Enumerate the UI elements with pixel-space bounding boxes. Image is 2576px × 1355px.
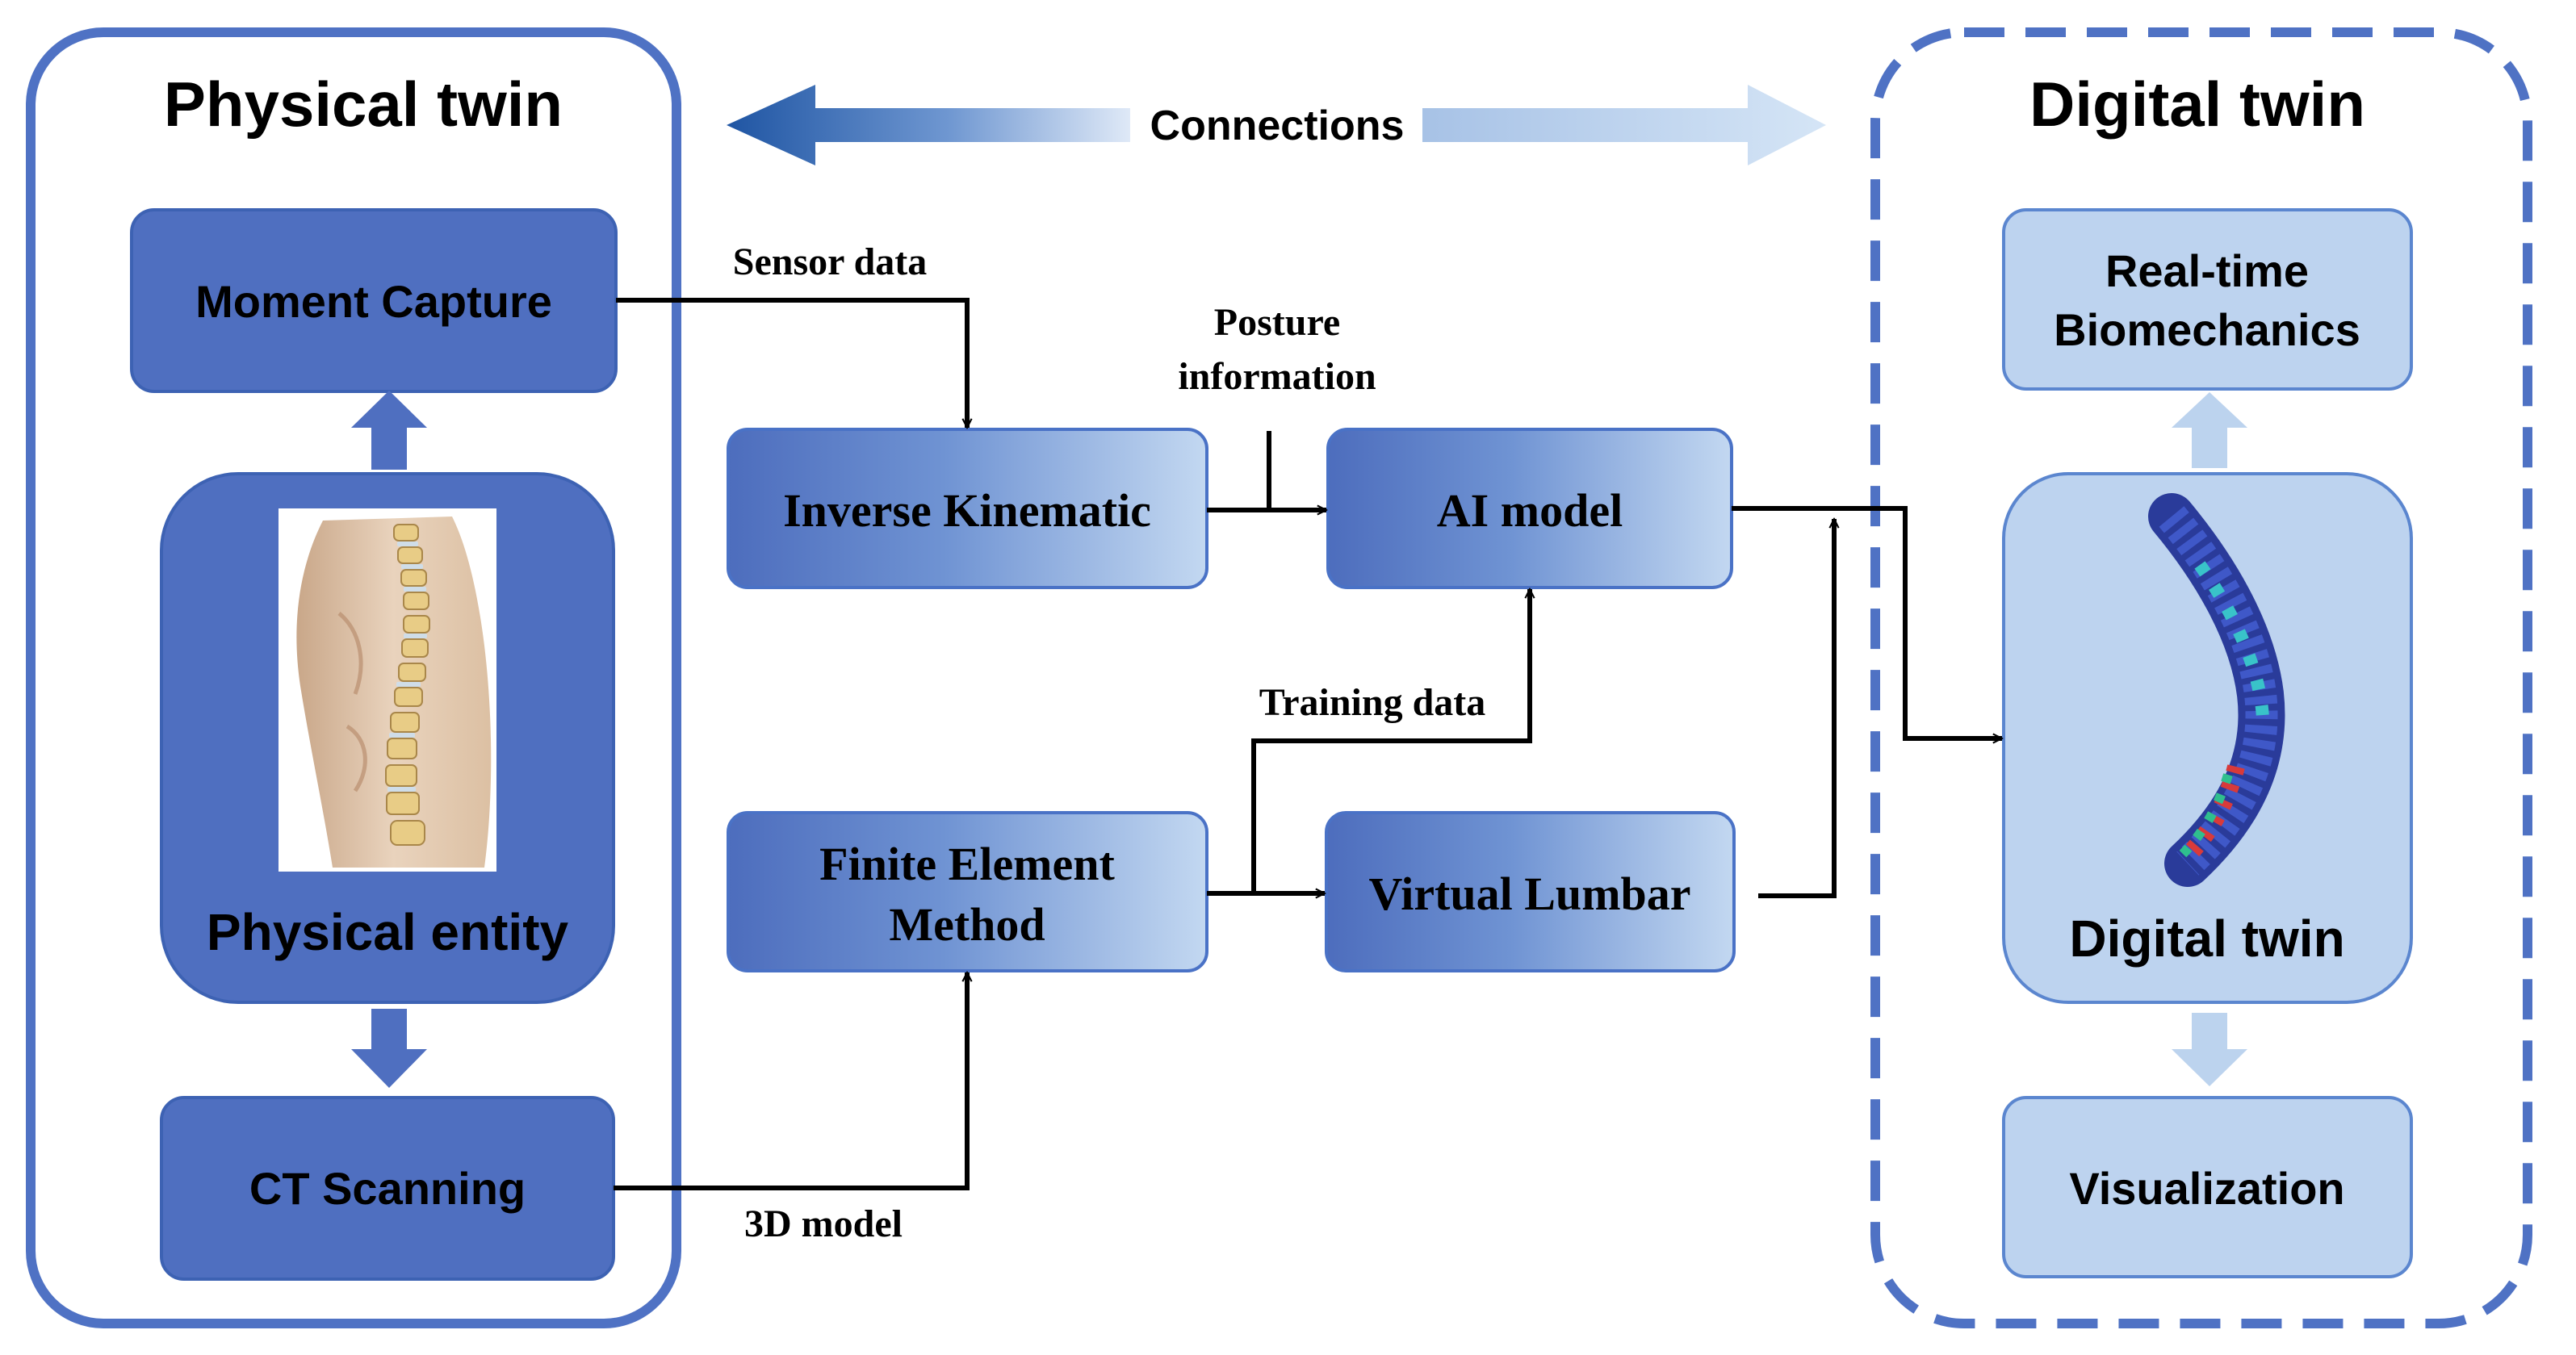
light-down-block-arrow-icon	[2172, 1013, 2247, 1086]
physical-twin-title: Physical twin	[164, 69, 563, 140]
light-up-block-arrow-icon	[2172, 392, 2247, 468]
ai-model-label: AI model	[1437, 484, 1623, 537]
spine-finite-element-model-icon	[2148, 493, 2285, 887]
model-3d-connector	[614, 972, 967, 1190]
realtime-biomechanics-box	[2002, 208, 2413, 391]
connections-double-arrow	[727, 85, 1826, 165]
ct-scanning-label: CT Scanning	[249, 1163, 526, 1214]
human-spine-anatomy-icon	[279, 508, 496, 872]
sensor-data-label: Sensor data	[733, 240, 928, 283]
visualization-box	[2002, 1096, 2413, 1278]
posture-label-line1: Posture	[1214, 301, 1340, 344]
training-data-connector	[1251, 589, 1530, 893]
down-block-arrow-icon	[351, 1009, 427, 1088]
physical-entity-label: Physical entity	[207, 903, 569, 961]
up-block-arrow-icon	[351, 391, 427, 470]
visualization-label: Visualization	[2069, 1163, 2344, 1214]
realtime-label-line1: Real-time	[2105, 245, 2309, 296]
realtime-label-line2: Biomechanics	[2054, 304, 2360, 355]
virtual-lumbar-label: Virtual Lumbar	[1368, 868, 1690, 920]
digital-twin-panel	[1870, 27, 2532, 1328]
training-data-label: Training data	[1259, 681, 1486, 724]
digital-twin-title: Digital twin	[2029, 69, 2365, 140]
connections-label: Connections	[1150, 102, 1405, 149]
ai-to-digital-twin-connector	[1732, 506, 2002, 738]
moment-capture-label: Moment Capture	[195, 276, 552, 327]
digital-twin-model-label: Digital twin	[2069, 910, 2344, 968]
fem-label-line1: Finite Element	[819, 838, 1115, 890]
sensor-data-connector	[616, 298, 967, 428]
model-3d-label: 3D model	[744, 1202, 903, 1245]
virtual-lumbar-box	[1325, 811, 1736, 972]
posture-label-line2: information	[1178, 355, 1376, 398]
physical-twin-panel	[26, 27, 681, 1328]
fem-label-line2: Method	[889, 898, 1045, 951]
digital-twin-model-box	[2002, 472, 2413, 1004]
inverse-kinematic-label: Inverse Kinematic	[783, 484, 1151, 537]
lumbar-to-digital-twin-connector	[1758, 519, 1834, 898]
